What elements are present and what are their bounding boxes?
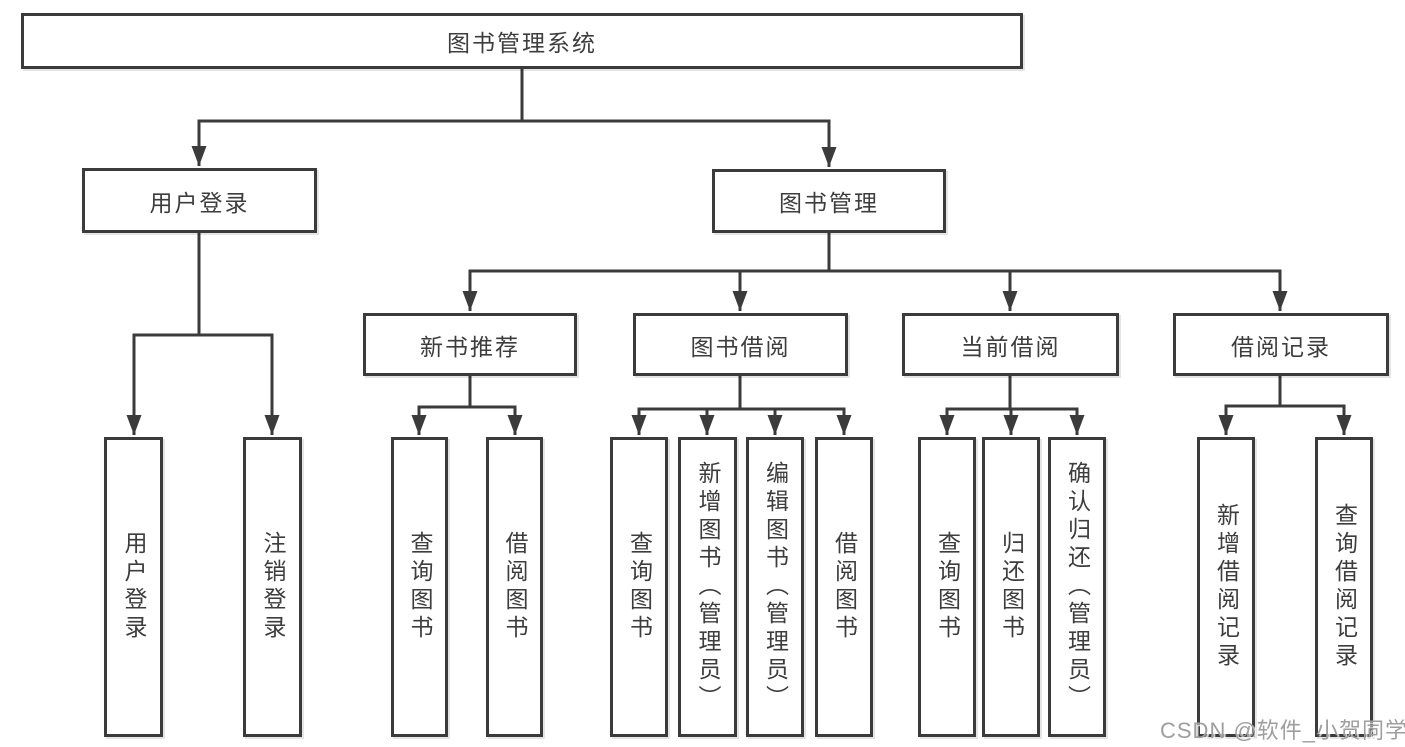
leaf-confirm-return-admin: 确认归还（管理员）: [1048, 437, 1106, 737]
node-borrowing-records: 借阅记录: [1173, 313, 1389, 376]
node-book-borrowing-label: 图书借阅: [690, 333, 791, 360]
node-root-label: 图书管理系统: [447, 30, 597, 56]
leaf-return-books: 归还图书: [982, 437, 1040, 737]
leaf-current-query-books: 查询图书: [918, 437, 976, 737]
leaf-logout-label: 注销登录: [260, 531, 286, 643]
leaf-edit-books-admin: 编辑图书（管理员）: [746, 437, 804, 737]
leaf-borrow-query-books-label: 查询图书: [626, 531, 653, 643]
leaf-add-borrow-record: 新增借阅记录: [1197, 437, 1255, 737]
leaf-recommend-borrow-books-label: 借阅图书: [502, 531, 528, 643]
leaf-current-query-books-label: 查询图书: [934, 531, 961, 643]
leaf-add-borrow-record-label: 新增借阅记录: [1213, 503, 1240, 671]
node-current-borrowing: 当前借阅: [902, 313, 1119, 376]
node-new-book-recommend: 新书推荐: [363, 313, 577, 376]
leaf-recommend-query-books-label: 查询图书: [407, 531, 433, 643]
leaf-borrow-books-label: 借阅图书: [831, 531, 858, 643]
node-book-management: 图书管理: [712, 169, 946, 233]
watermark-text: CSDN @软件_小贺同学: [1160, 718, 1405, 743]
leaf-user-login: 用户登录: [104, 437, 163, 737]
node-user-login: 用户登录: [82, 168, 317, 233]
leaf-confirm-return-admin-label: 确认归还（管理员）: [1064, 461, 1091, 713]
leaf-user-login-label: 用户登录: [121, 531, 147, 643]
node-current-borrowing-label: 当前借阅: [960, 333, 1061, 360]
leaf-borrow-books: 借阅图书: [815, 437, 873, 737]
node-user-login-label: 用户登录: [149, 189, 250, 216]
leaf-recommend-query-books: 查询图书: [391, 437, 448, 737]
node-book-borrowing: 图书借阅: [633, 313, 848, 376]
leaf-edit-books-admin-label: 编辑图书（管理员）: [762, 461, 789, 713]
node-book-management-label: 图书管理: [779, 190, 879, 216]
node-borrowing-records-label: 借阅记录: [1231, 333, 1331, 360]
leaf-add-books-admin: 新增图书（管理员）: [678, 437, 737, 737]
leaf-logout: 注销登录: [243, 437, 302, 737]
leaf-query-borrow-record: 查询借阅记录: [1315, 437, 1373, 737]
leaf-borrow-query-books: 查询图书: [610, 437, 668, 737]
leaf-recommend-borrow-books: 借阅图书: [486, 437, 543, 737]
leaf-return-books-label: 归还图书: [998, 531, 1025, 643]
node-new-book-recommend-label: 新书推荐: [420, 333, 520, 360]
node-root: 图书管理系统: [21, 13, 1023, 69]
leaf-add-books-admin-label: 新增图书（管理员）: [695, 461, 721, 713]
leaf-query-borrow-record-label: 查询借阅记录: [1331, 503, 1358, 671]
